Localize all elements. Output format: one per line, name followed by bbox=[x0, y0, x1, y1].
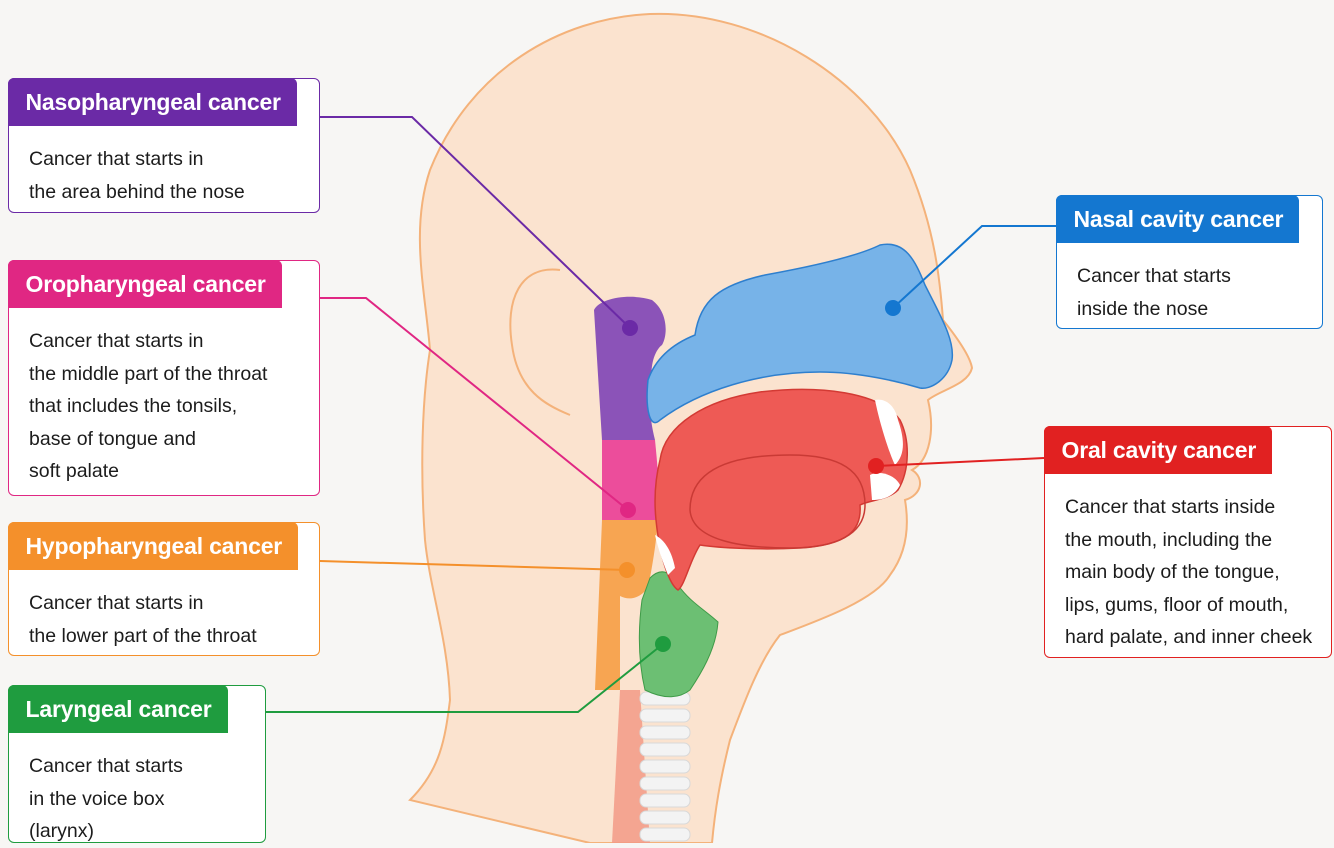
callout-title: Hypopharyngeal cancer bbox=[8, 522, 299, 570]
leader-dot bbox=[622, 320, 638, 336]
callout-title: Oropharyngeal cancer bbox=[8, 260, 282, 308]
callout-description: Cancer that starts in the area behind th… bbox=[29, 143, 311, 208]
callout-oral-cavity: Oral cavity cancer Cancer that starts in… bbox=[1044, 426, 1332, 658]
callout-nasal-cavity: Nasal cavity cancer Cancer that starts i… bbox=[1056, 195, 1323, 329]
leader-dot bbox=[619, 562, 635, 578]
callout-hypopharyngeal: Hypopharyngeal cancer Cancer that starts… bbox=[8, 522, 320, 656]
callout-description: Cancer that starts in the voice box (lar… bbox=[29, 750, 257, 848]
trachea-ring bbox=[640, 760, 690, 773]
callout-description: Cancer that starts in the lower part of … bbox=[29, 587, 311, 652]
trachea-ring bbox=[640, 811, 690, 824]
callout-title: Nasopharyngeal cancer bbox=[8, 78, 297, 126]
callout-description: Cancer that starts inside the mouth, inc… bbox=[1065, 491, 1323, 654]
trachea-ring bbox=[640, 709, 690, 722]
leader-dot bbox=[655, 636, 671, 652]
trachea-ring bbox=[640, 777, 690, 790]
callout-title: Oral cavity cancer bbox=[1044, 426, 1273, 474]
leader-dot bbox=[868, 458, 884, 474]
trachea-ring bbox=[640, 726, 690, 739]
trachea-ring bbox=[640, 794, 690, 807]
callout-nasopharyngeal: Nasopharyngeal cancer Cancer that starts… bbox=[8, 78, 320, 213]
callout-laryngeal: Laryngeal cancer Cancer that starts in t… bbox=[8, 685, 266, 843]
callout-description: Cancer that starts inside the nose bbox=[1077, 260, 1314, 325]
leader-dot bbox=[885, 300, 901, 316]
leader-dot bbox=[620, 502, 636, 518]
trachea-ring bbox=[640, 743, 690, 756]
trachea-ring bbox=[640, 828, 690, 841]
callout-oropharyngeal: Oropharyngeal cancer Cancer that starts … bbox=[8, 260, 320, 496]
trachea bbox=[640, 692, 690, 841]
callout-title: Laryngeal cancer bbox=[8, 685, 228, 733]
callout-title: Nasal cavity cancer bbox=[1056, 195, 1300, 243]
callout-description: Cancer that starts in the middle part of… bbox=[29, 325, 311, 488]
